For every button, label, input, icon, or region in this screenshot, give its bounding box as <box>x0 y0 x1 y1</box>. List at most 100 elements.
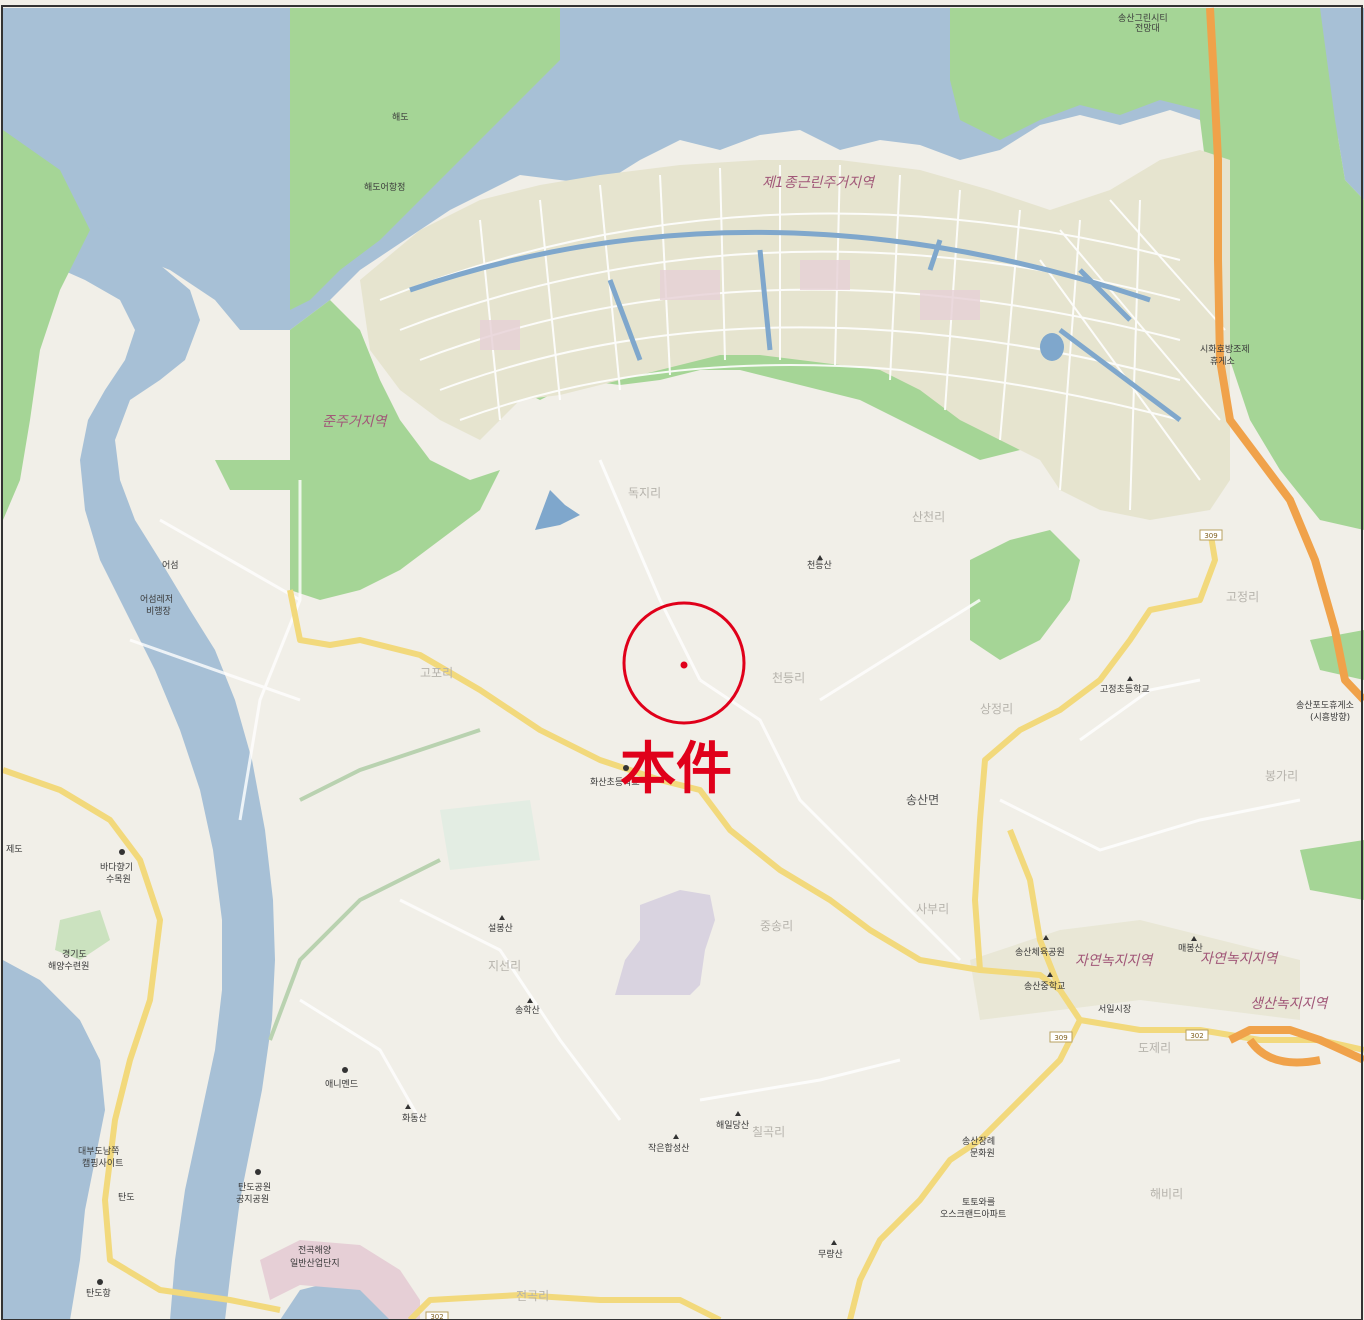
label-haedo-sub: 해도어항정 <box>364 182 405 193</box>
label-cheondeung-ri: 천등리 <box>772 670 805 685</box>
label-chungsong: 중송리 <box>760 919 793 933</box>
label-songhak: 송학산 <box>515 1005 540 1016</box>
label-seoul-market: 서일시장 <box>1098 1004 1131 1015</box>
label-sangjeong: 상정리 <box>980 702 1013 716</box>
light-green-area <box>440 800 540 870</box>
channel-northeast <box>1320 8 1364 200</box>
label-hwadeung: 화동산 <box>402 1113 427 1124</box>
highway <box>1206 7 1364 1067</box>
route-shield-2: 309 <box>1049 1031 1073 1043</box>
area-production-green: 생산녹지지역 <box>1250 996 1329 1012</box>
route-shield-4-label: 302 <box>430 1313 443 1320</box>
label-gyeonggi-b: 해양수련원 <box>48 961 89 972</box>
label-totowa: 토토와를 <box>962 1196 995 1208</box>
label-top-right-b: 전망대 <box>1135 23 1160 34</box>
route-shield-1-label: 309 <box>1204 532 1217 540</box>
label-sabu: 사부리 <box>916 902 949 916</box>
label-gyeonggi: 경기도 <box>62 948 87 960</box>
green-east-patch <box>970 530 1080 660</box>
label-songsan-jang-b: 문화원 <box>970 1148 995 1159</box>
label-sihwa-jct: 시화호방조제 <box>1200 344 1250 355</box>
label-totowa-b: 오스크랜드아파트 <box>940 1209 1006 1220</box>
label-songsan-rest: 송산포도휴게소 <box>1296 700 1354 711</box>
subject-circle <box>622 601 746 725</box>
label-eoseom-leisure-b: 비행장 <box>146 605 171 617</box>
subject-dot[interactable] <box>680 661 688 669</box>
label-gojeong-school: 고정초등학교 <box>1100 684 1150 695</box>
river-channel <box>3 170 275 1320</box>
label-tando-park: 탄도공원 <box>238 1182 271 1193</box>
label-songsan-rest-b: (시흥방향) <box>1310 711 1350 723</box>
label-daebu-b: 캠핑사이트 <box>82 1157 123 1169</box>
label-tando-park-b: 공지공원 <box>236 1194 269 1205</box>
label-doksi: 독지리 <box>628 486 661 500</box>
route-shield-3-label: 302 <box>1190 1032 1203 1040</box>
label-magung: 매봉산 <box>1178 943 1203 954</box>
label-eoseom-leisure: 어섬레저 <box>140 594 173 605</box>
green-top-right <box>950 8 1200 140</box>
green-west-large <box>290 300 500 600</box>
jeongok-industrial <box>260 1240 420 1320</box>
green-northwest <box>290 8 560 310</box>
label-jeongok-ind: 전곡해양 <box>298 1245 331 1256</box>
label-chilgok: 칠곡리 <box>752 1125 785 1139</box>
label-songsan-sports: 송산체육공원 <box>1015 947 1065 958</box>
songsan-town <box>970 920 1300 1020</box>
green-northeast <box>1200 8 1364 530</box>
label-haebi: 해비리 <box>1150 1187 1183 1201</box>
industrial-area <box>615 890 715 995</box>
label-songsan-myeon: 송산면 <box>906 793 939 807</box>
small-lake <box>535 490 580 530</box>
label-gopo: 고포리 <box>420 666 453 680</box>
label-bada-b: 수목원 <box>106 874 131 885</box>
sea-northwest <box>3 8 290 330</box>
commercial-zones <box>480 260 980 350</box>
map-frame <box>1 5 1363 1320</box>
label-sancheon: 산천리 <box>912 509 945 524</box>
route-shield-1: 309 <box>1199 529 1223 541</box>
label-jeongok-ind-b: 일반산업단지 <box>290 1258 340 1269</box>
poi-markers <box>97 555 1197 1285</box>
label-top-right-a: 송산그린시티 <box>1118 13 1168 24</box>
secondary-roads <box>268 728 481 1041</box>
island-park <box>55 910 110 960</box>
label-songsan-jang: 송산장례 <box>962 1136 995 1147</box>
area-nature-green-2: 자연녹지지역 <box>1200 951 1279 967</box>
label-tando: 탄도 <box>118 1192 135 1203</box>
newtown-block <box>360 150 1230 520</box>
label-muryang: 무량산 <box>818 1248 843 1260</box>
newtown-pond <box>1040 333 1064 361</box>
route-shield-2-label: 309 <box>1054 1034 1067 1042</box>
label-seolbong: 설봉산 <box>488 923 513 934</box>
area-nature-green-1: 자연녹지지역 <box>1075 953 1154 969</box>
label-daebu: 대부도남쪽 <box>78 1146 119 1157</box>
route-shield-3: 302 <box>1185 1029 1209 1041</box>
label-jiseon: 지선리 <box>488 959 521 973</box>
green-left-strip2 <box>215 460 290 490</box>
green-left-strip <box>3 130 90 520</box>
minor-roads <box>129 459 1301 1121</box>
label-songsan-middle: 송산중학교 <box>1024 981 1065 992</box>
label-aenimand: 애니멘드 <box>325 1079 358 1090</box>
label-left-edge: 제도 <box>6 844 23 855</box>
label-bada: 바다향기 <box>100 861 133 873</box>
label-eoseom: 어섬 <box>162 560 179 571</box>
label-jeondok: 전곡리 <box>516 1289 549 1303</box>
label-jageumhap: 작은합성산 <box>648 1143 689 1154</box>
label-cheondeung: 천등산 <box>807 560 832 571</box>
label-bongga: 봉가리 <box>1265 769 1298 783</box>
area-residential-2: 준주거지역 <box>322 414 389 430</box>
bay-southwest <box>3 960 105 1320</box>
label-doje: 도제리 <box>1138 1041 1171 1055</box>
green-east-right <box>1300 840 1364 900</box>
label-haeil: 해일당산 <box>716 1120 749 1131</box>
label-gojeong: 고정리 <box>1226 590 1259 604</box>
area-residential-1: 제1종근린주거지역 <box>762 175 876 191</box>
label-tando-b: 탄도항 <box>86 1288 111 1299</box>
label-hwaseon-school: 화산초등학교 <box>590 777 640 788</box>
subject-label: 本件 <box>620 737 732 802</box>
newtown-canals <box>409 229 1182 422</box>
label-sihwa-jct-b: 휴게소 <box>1210 356 1235 367</box>
route-shield-4: 302 <box>425 1311 449 1320</box>
